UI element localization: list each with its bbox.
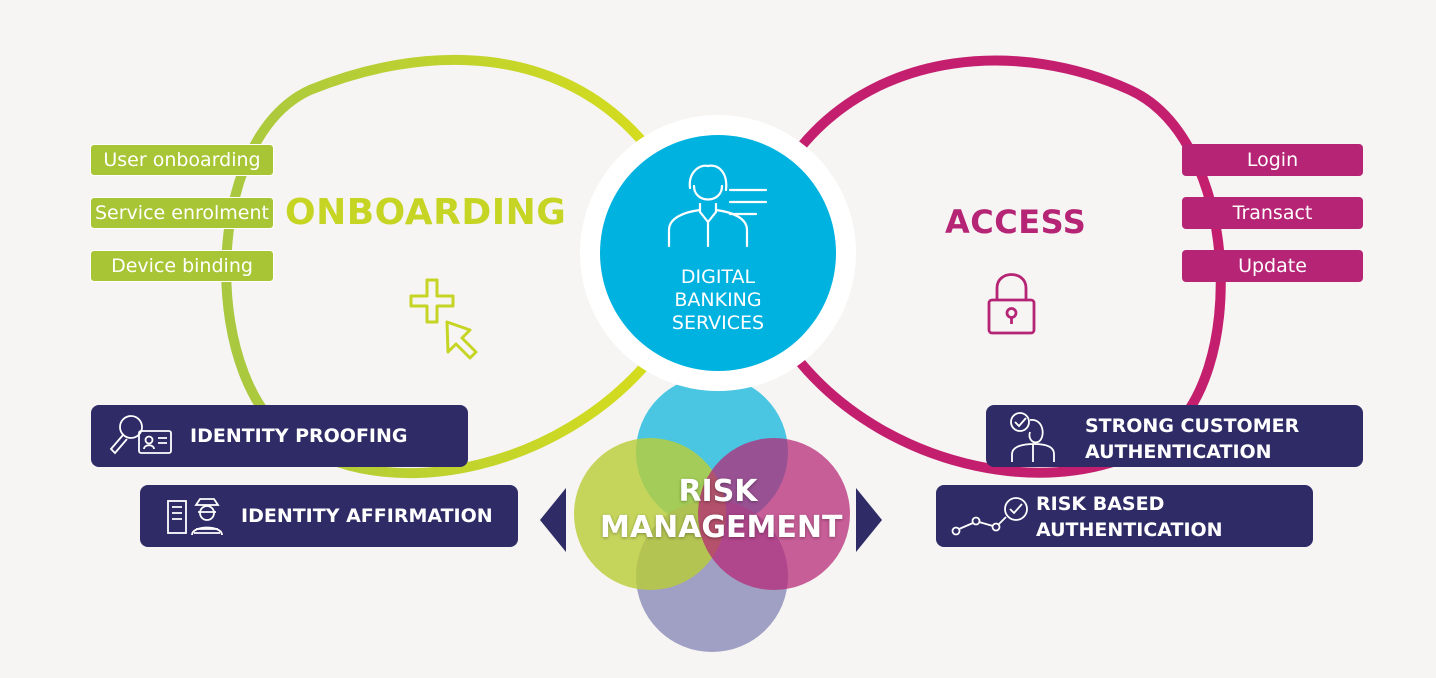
venn-circle-left bbox=[574, 438, 726, 590]
center-circle bbox=[600, 135, 836, 371]
identity-proofing-label: IDENTITY PROOFING bbox=[190, 425, 408, 447]
arrow-left-icon bbox=[540, 488, 566, 552]
arrow-right-icon bbox=[856, 488, 882, 552]
identity-affirmation-box: IDENTITY AFFIRMATION bbox=[140, 485, 518, 547]
risk-line1: RISK bbox=[678, 474, 758, 509]
user-check-icon bbox=[1010, 412, 1055, 462]
plus-cursor-icon bbox=[409, 278, 478, 360]
rba-label-line2: AUTHENTICATION bbox=[1036, 519, 1223, 541]
document-thief-icon bbox=[167, 498, 223, 536]
risk-line2: MANAGEMENT bbox=[600, 510, 843, 545]
center-label-line2: BANKING bbox=[674, 289, 762, 311]
lock-icon bbox=[987, 273, 1036, 335]
center-label-line1: DIGITAL bbox=[680, 266, 756, 288]
tag-service-enrolment: Service enrolment bbox=[90, 197, 274, 229]
risk-management-label: RISK MANAGEMENT bbox=[600, 474, 843, 546]
identity-proofing-box: IDENTITY PROOFING bbox=[91, 405, 468, 467]
center-label: DIGITAL BANKING SERVICES bbox=[618, 266, 818, 335]
onboarding-title: ONBOARDING bbox=[285, 192, 567, 233]
venn-circle-right bbox=[698, 438, 850, 590]
tag-update: Update bbox=[1182, 250, 1363, 282]
sca-label-line2: AUTHENTICATION bbox=[1085, 441, 1272, 463]
tag-transact: Transact bbox=[1182, 197, 1363, 229]
sca-box: STRONG CUSTOMER AUTHENTICATION bbox=[986, 405, 1363, 467]
center-label-line3: SERVICES bbox=[671, 312, 765, 334]
tag-login: Login bbox=[1182, 144, 1363, 176]
rba-box: RISK BASED AUTHENTICATION bbox=[936, 485, 1313, 547]
banker-icon bbox=[667, 164, 768, 248]
tag-device-binding: Device binding bbox=[90, 250, 274, 282]
risk-venn bbox=[574, 376, 850, 652]
trend-check-icon bbox=[951, 497, 1028, 536]
sca-label-line1: STRONG CUSTOMER bbox=[1085, 415, 1300, 437]
access-title: ACCESS bbox=[945, 203, 1087, 241]
magnifier-id-card-icon bbox=[109, 415, 172, 455]
identity-affirmation-label: IDENTITY AFFIRMATION bbox=[241, 505, 493, 527]
rba-label-line1: RISK BASED bbox=[1036, 493, 1165, 515]
tag-user-onboarding: User onboarding bbox=[90, 144, 274, 176]
